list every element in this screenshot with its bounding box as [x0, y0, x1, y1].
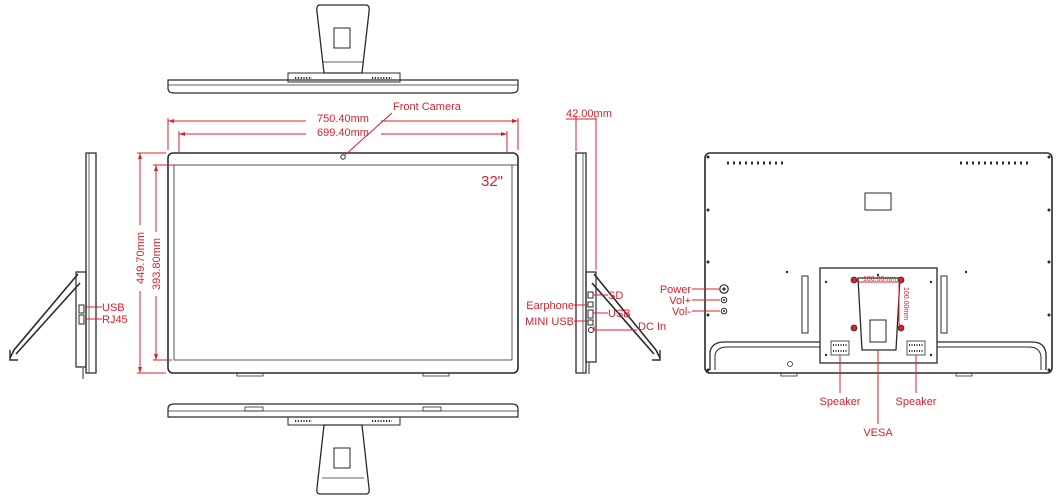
right-usb-label: USB: [608, 308, 631, 320]
left-usb-label: USB: [102, 302, 125, 314]
front-dimensions: 750.40mm 699.40mm Front Camera 449.70mm …: [132, 101, 519, 374]
bottom-view: [167, 403, 519, 495]
speaker-right-label: Speaker: [896, 396, 937, 408]
width-inner-label: 699.40mm: [317, 127, 369, 139]
front-camera-icon: [340, 154, 346, 160]
height-inner-label: 393.80mm: [151, 238, 163, 290]
left-side-view: USB RJ45: [9, 152, 128, 379]
front-camera-label: Front Camera: [393, 101, 462, 113]
vesa-holes: [850, 276, 905, 332]
screen-size-label: 32": [481, 173, 503, 190]
power-label: Power: [660, 284, 692, 296]
speaker-left-label: Speaker: [820, 396, 861, 408]
right-sd-label: SD: [608, 290, 623, 302]
speaker-right-grille: [906, 340, 926, 356]
vesa-vertical-label: 100.00mm: [902, 287, 909, 320]
right-side-view: 42.00mm SD Earphone USB MINI USB DC In: [525, 108, 666, 374]
vol-plus-label: Vol+: [669, 295, 691, 307]
right-dc-in-label: DC In: [638, 321, 666, 333]
top-view: [167, 4, 519, 94]
right-mini-usb-label: MINI USB: [525, 316, 574, 328]
stand-top-view: [316, 4, 370, 74]
vesa-label: VESA: [863, 427, 893, 439]
speaker-left-grille: [830, 340, 850, 356]
height-outer-label: 449.70mm: [135, 232, 147, 284]
left-rj45-label: RJ45: [102, 314, 128, 326]
back-view: 100.00mm 100.00mm Power Vol+ Vol- Speake…: [660, 152, 1053, 439]
vol-minus-label: Vol-: [672, 306, 691, 318]
vol-minus-button-icon: [720, 307, 728, 315]
front-view: 32": [167, 152, 519, 377]
width-outer-label: 750.40mm: [317, 113, 369, 125]
stand-back-view: [857, 277, 901, 351]
right-earphone-label: Earphone: [526, 300, 574, 312]
power-button-icon: [719, 284, 729, 294]
vol-plus-button-icon: [720, 296, 728, 304]
stand-left-view: [9, 273, 81, 359]
vesa-horizontal-label: 100.00mm: [863, 276, 896, 283]
depth-label: 42.00mm: [566, 108, 612, 120]
stand-bottom-view: [316, 424, 370, 495]
